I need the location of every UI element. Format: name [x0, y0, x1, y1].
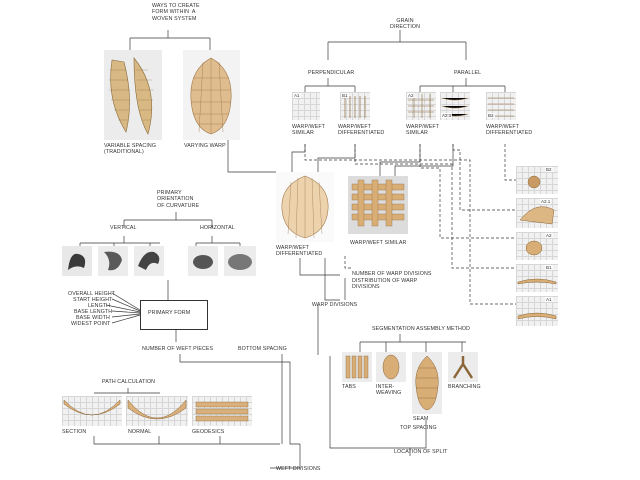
label-horizontal: HORIZONTAL: [200, 225, 235, 231]
label-branching: BRANCHING: [448, 384, 481, 390]
label-geodesics: GEODESICS: [192, 429, 225, 435]
b1-pattern: [344, 96, 366, 118]
label-vertical: VERTICAL: [110, 225, 137, 231]
form-shape-1: [68, 253, 86, 270]
right-code-a2: A2: [545, 233, 553, 238]
seg-interweaving-photo: [376, 352, 406, 382]
label-variable-spacing: VARIABLE SPACING (TRADITIONAL): [104, 143, 157, 156]
right-sample-b1: [516, 264, 558, 292]
form-shape-2: [104, 251, 122, 271]
label-distribution-warp-divisions: DISTRIBUTION OF WARP DIVISIONS: [352, 278, 418, 291]
code-a2: A2: [407, 93, 415, 98]
label-mid-differentiated: WARP/WEFT DIFFERENTIATED: [276, 245, 323, 258]
right-code-b2: B2: [545, 167, 553, 172]
code-b1: B1: [341, 93, 349, 98]
section-image: [63, 399, 121, 416]
vertical-form-2: [98, 246, 128, 276]
label-bottom-spacing: BOTTOM SPACING: [238, 346, 287, 352]
param-length: LENGTH: [88, 303, 111, 309]
param-base-width: BASE WIDTH: [76, 315, 110, 321]
a21-shell-image: [519, 206, 555, 225]
label-location-split: LOCATION OF SPLIT: [394, 449, 448, 455]
warp-weft-differentiated-photo: [276, 172, 334, 242]
right-code-b1: B1: [545, 265, 553, 270]
label-perp-similar: WARP/WEFT SIMILAR: [292, 124, 326, 137]
path-section-photo: [62, 396, 122, 426]
param-overall-height: OVERALL HEIGHT: [68, 291, 116, 297]
label-varying-warp: VARYING WARP: [184, 143, 226, 149]
normal-image: [127, 399, 187, 420]
label-top-spacing: TOP SPACING: [400, 425, 437, 431]
geodesics-image: [195, 401, 249, 422]
right-code-a1: A1: [545, 297, 553, 302]
label-primary-form: PRIMARY FORM: [148, 310, 191, 316]
param-base-length: BASE LENGTH: [74, 309, 113, 315]
b2-curl-image: [527, 175, 541, 189]
weave-mat-image: [348, 176, 408, 234]
variable-spacing-photo: [104, 50, 162, 140]
label-par-similar: WARP/WEFT SIMILAR: [406, 124, 440, 137]
right-sample-a21: [516, 198, 558, 228]
seg-seam-photo: [412, 352, 442, 414]
param-start-height: START HEIGHT: [73, 297, 113, 303]
title-ways-to-create-form: WAYS TO CREATE FORM WITHIN A WOVEN SYSTE…: [152, 3, 200, 22]
branching-image: [452, 356, 474, 379]
title-segmentation: SEGMENTATION ASSEMBLY METHOD: [372, 326, 471, 332]
tabs-image: [345, 355, 369, 379]
sample-a2-thumb: [406, 92, 436, 120]
interweaving-image: [382, 354, 400, 380]
form-shape-3: [138, 251, 160, 270]
label-normal: NORMAL: [128, 429, 152, 435]
path-geodesics-photo: [192, 396, 252, 426]
right-code-a21: A2.1: [540, 199, 552, 204]
label-warp-divisions: WARP DIVISIONS: [312, 302, 358, 308]
path-normal-photo: [126, 396, 188, 426]
a2-bowl-image: [525, 240, 543, 256]
lantern-image: [281, 175, 329, 239]
a1-flat-image: [517, 312, 557, 320]
label-tabs: TABS: [342, 384, 356, 390]
param-widest-point: WIDEST POINT: [71, 321, 111, 327]
seam-image: [415, 355, 439, 411]
label-mid-similar: WARP/WEFT SIMILAR: [350, 240, 407, 246]
label-parallel: PARALLEL: [454, 70, 482, 76]
label-seam: SEAM: [413, 416, 429, 422]
title-grain-direction: GRAIN DIRECTION: [390, 18, 421, 31]
label-section: SECTION: [62, 429, 87, 435]
b1-flat-image: [517, 278, 557, 285]
label-par-differentiated: WARP/WEFT DIFFERENTIATED: [486, 124, 533, 137]
title-path-calculation: PATH CALCULATION: [102, 379, 156, 385]
label-number-weft-pieces: NUMBER OF WEFT PIECES: [142, 346, 214, 352]
code-b2: B2: [487, 113, 495, 118]
code-a21: A2.1: [441, 113, 453, 118]
warp-weft-similar-photo: [348, 176, 408, 234]
label-perpendicular: PERPENDICULAR: [308, 70, 355, 76]
sample-a21-thumb: [440, 92, 470, 120]
label-number-warp-divisions: NUMBER OF WARP DIVISIONS: [352, 271, 432, 277]
form-shape-4: [193, 255, 213, 269]
seg-tabs-photo: [342, 352, 372, 382]
vessel-image: [190, 57, 232, 135]
primary-form-box: [140, 300, 208, 330]
a2-pattern: [408, 94, 434, 118]
horizontal-form-1: [188, 246, 218, 276]
vertical-form-3: [134, 246, 164, 276]
b2-pattern: [488, 97, 514, 117]
label-weft-divisions: WEFT DIVISIONS: [276, 466, 321, 472]
leaf-weave-image: [109, 57, 154, 135]
code-a1: A1: [293, 93, 301, 98]
label-perp-differentiated: WARP/WEFT DIFFERENTIATED: [338, 124, 385, 137]
label-interweaving: INTER- WEAVING: [376, 384, 402, 397]
form-shape-5: [228, 254, 252, 270]
seg-branching-photo: [448, 352, 478, 382]
horizontal-form-2: [224, 246, 256, 276]
varying-warp-photo: [183, 50, 240, 140]
vertical-form-1: [62, 246, 92, 276]
title-primary-orientation: PRIMARY ORIENTATION OF CURVATURE: [157, 190, 200, 209]
